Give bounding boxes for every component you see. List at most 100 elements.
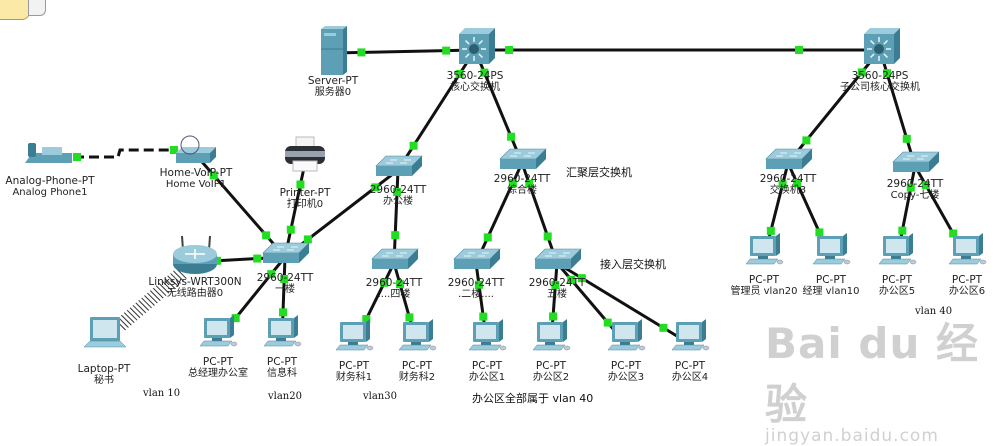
device-pc-pc_fin1[interactable] bbox=[335, 319, 374, 351]
link-printer-acc_floor1 bbox=[283, 162, 307, 258]
port-indicator bbox=[898, 226, 907, 235]
device-name: 服务器0 bbox=[314, 87, 352, 98]
device-name: .二楼.... bbox=[458, 289, 494, 300]
device-multilayer-switch-core1[interactable] bbox=[459, 28, 495, 64]
port-indicator bbox=[396, 280, 405, 289]
vlan40-branch-label: vlan 40 bbox=[915, 306, 953, 317]
port-indicator bbox=[551, 280, 560, 289]
device-name: Analog Phone1 bbox=[12, 187, 88, 198]
device-analog-phone-phone[interactable] bbox=[25, 143, 72, 163]
device-laptop-laptop[interactable] bbox=[83, 317, 127, 348]
device-printer-printer[interactable] bbox=[285, 136, 325, 172]
port-indicator bbox=[209, 171, 218, 180]
device-model: PC-PT bbox=[266, 356, 298, 368]
link-core2-agg_sw3 bbox=[786, 49, 882, 164]
port-indicator bbox=[391, 231, 400, 240]
port-indicator bbox=[883, 69, 891, 78]
port-indicator bbox=[766, 226, 775, 235]
device-pc-pc_mgr[interactable] bbox=[812, 233, 851, 265]
device-name: 核心交换机 bbox=[450, 82, 500, 93]
device-pc-pc_admin[interactable] bbox=[745, 233, 784, 265]
port-indicator bbox=[442, 46, 451, 55]
device-home-voip-voip[interactable] bbox=[176, 135, 216, 163]
device-name: 信息科 bbox=[266, 368, 297, 379]
device-pc-pc_off1[interactable] bbox=[468, 319, 507, 351]
port-indicator bbox=[793, 179, 802, 188]
device-switch-agg_complex[interactable] bbox=[499, 148, 547, 169]
port-indicator bbox=[296, 180, 305, 189]
link-server-core1 bbox=[332, 48, 476, 55]
device-name: 办公楼 bbox=[382, 196, 413, 207]
port-indicator bbox=[409, 141, 418, 150]
device-switch-acc_floor2[interactable] bbox=[453, 248, 501, 269]
device-switch-agg_sw3[interactable] bbox=[765, 148, 813, 169]
port-indicator bbox=[507, 132, 516, 141]
port-indicator bbox=[455, 70, 464, 78]
port-indicator bbox=[902, 134, 911, 143]
device-pc-pc_off4[interactable] bbox=[671, 319, 710, 351]
corner-window-icon bbox=[28, 0, 46, 16]
device-pc-pc_fin2[interactable] bbox=[398, 319, 437, 351]
device-model: PC-PT bbox=[401, 360, 433, 372]
port-indicator bbox=[603, 318, 612, 327]
port-indicator bbox=[567, 275, 576, 284]
vlan10-label: vlan 10 bbox=[143, 388, 181, 399]
device-name: Copy-七楼 bbox=[890, 190, 940, 201]
device-wireless-router-router[interactable] bbox=[173, 235, 217, 274]
link-router-laptop-wireless bbox=[115, 268, 187, 331]
device-model: 2960-24TT bbox=[528, 277, 586, 289]
device-multilayer-switch-core2[interactable] bbox=[864, 28, 900, 64]
device-name: 办公区2 bbox=[532, 372, 570, 383]
device-switch-agg_office[interactable] bbox=[375, 155, 423, 176]
port-indicator bbox=[253, 254, 262, 263]
port-indicator bbox=[802, 136, 811, 145]
device-switch-agg_copy7[interactable] bbox=[892, 151, 940, 172]
device-pc-pc_off3[interactable] bbox=[607, 319, 646, 351]
device-model: 3560-24PS bbox=[446, 70, 504, 82]
device-model: 2960-24TT bbox=[759, 173, 817, 185]
device-pc-pc_off5[interactable] bbox=[878, 233, 917, 265]
port-indicator bbox=[393, 187, 402, 196]
device-model: 3560-24PS bbox=[851, 70, 909, 82]
port-indicator bbox=[371, 183, 380, 192]
device-pc-pc_off6[interactable] bbox=[948, 233, 987, 265]
port-indicator bbox=[906, 183, 915, 192]
device-name: 办公区3 bbox=[607, 372, 645, 383]
device-pc-pc_off2[interactable] bbox=[532, 319, 571, 351]
device-switch-acc_floor4[interactable] bbox=[371, 248, 419, 269]
device-model: PC-PT bbox=[674, 360, 706, 372]
port-indicator bbox=[73, 153, 81, 161]
port-indicator bbox=[267, 270, 276, 279]
aggregation-layer-label: 汇聚层交换机 bbox=[566, 166, 632, 179]
port-indicator bbox=[280, 274, 289, 283]
port-indicator bbox=[577, 274, 586, 283]
device-name: 打印机0 bbox=[286, 199, 324, 210]
port-indicator bbox=[508, 179, 517, 187]
device-label-acc_floor2: 2960-24TT.二楼.... bbox=[448, 277, 505, 301]
device-pc-pc_info[interactable] bbox=[263, 315, 302, 347]
port-indicator bbox=[231, 314, 240, 323]
device-switch-acc_floor5[interactable] bbox=[534, 248, 582, 269]
device-model: 2960-24TT bbox=[886, 178, 944, 190]
device-model: 2960-24TT bbox=[447, 277, 505, 289]
device-switch-acc_floor1[interactable] bbox=[262, 242, 310, 263]
device-pc-pc_gm[interactable] bbox=[199, 315, 238, 347]
device-name: 五楼 bbox=[546, 289, 567, 300]
device-name: ....四楼 bbox=[377, 289, 411, 300]
device-model: PC-PT bbox=[815, 274, 847, 286]
device-server-server[interactable] bbox=[321, 26, 347, 75]
